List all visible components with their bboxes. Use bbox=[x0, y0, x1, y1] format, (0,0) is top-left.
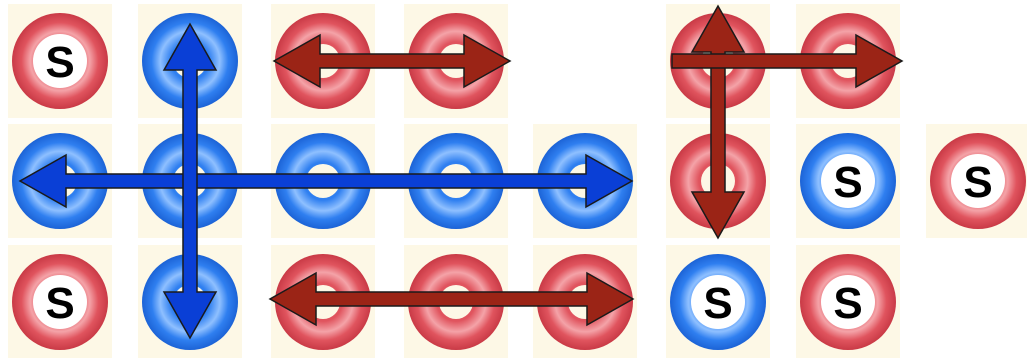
label-disc bbox=[691, 275, 745, 329]
label-disc bbox=[821, 275, 875, 329]
blue-vertical-arrow bbox=[162, 22, 218, 340]
label-disc bbox=[33, 275, 87, 329]
red-ring: S bbox=[800, 254, 896, 350]
blue-ring: S bbox=[800, 133, 896, 229]
blue-ring: S bbox=[670, 254, 766, 350]
red-right-horizontal-arrow bbox=[671, 33, 904, 89]
spin-label: S bbox=[45, 279, 74, 328]
red-ring: S bbox=[12, 13, 108, 109]
label-disc bbox=[821, 154, 875, 208]
rings-layer: S S S S S S bbox=[12, 13, 1026, 350]
red-right-vertical-arrow bbox=[690, 4, 746, 240]
spin-label: S bbox=[833, 279, 862, 328]
red-ring: S bbox=[930, 133, 1026, 229]
label-disc bbox=[951, 154, 1005, 208]
red-bottom-horizontal-arrow bbox=[268, 271, 635, 327]
label-disc bbox=[33, 34, 87, 88]
spin-label: S bbox=[833, 158, 862, 207]
spin-label: S bbox=[703, 279, 732, 328]
blue-horizontal-arrow bbox=[18, 153, 634, 209]
spin-label: S bbox=[963, 158, 992, 207]
spin-label: S bbox=[45, 38, 74, 87]
red-ring: S bbox=[12, 254, 108, 350]
red-top-horizontal-arrow bbox=[272, 33, 512, 89]
arrows-layer bbox=[18, 4, 904, 340]
